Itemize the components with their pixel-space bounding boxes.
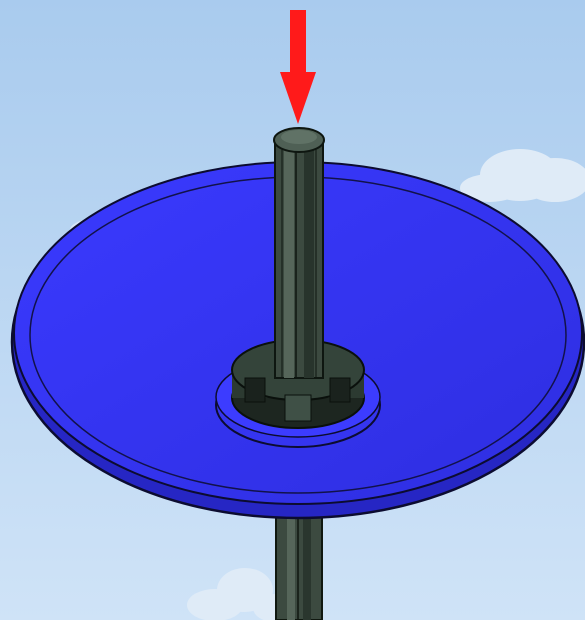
lower-shaft [276,505,322,620]
upper-shaft [274,128,324,378]
